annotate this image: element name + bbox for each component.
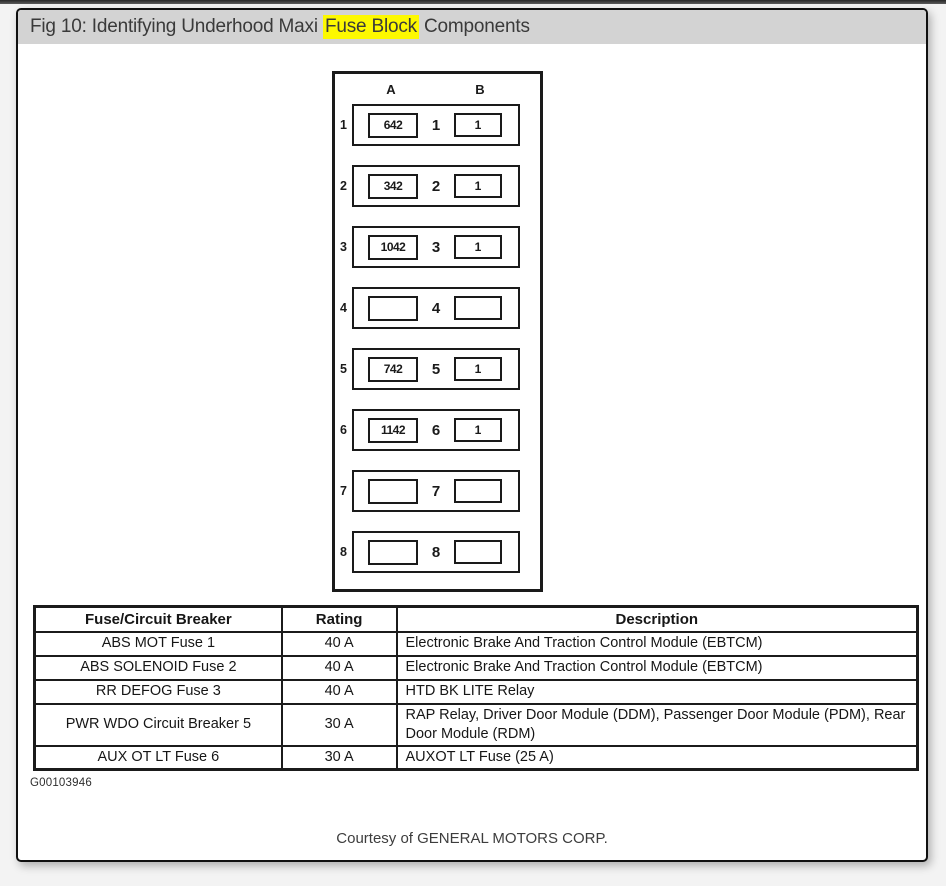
row-number: 1 (340, 118, 347, 132)
diagram-rows: 1 642 1 1 2 342 2 1 3 1042 3 (335, 104, 540, 573)
figure-title-suffix: Components (418, 16, 530, 37)
figure-id: G00103946 (30, 777, 92, 789)
description-cell: AUXOT LT Fuse (25 A) (395, 744, 919, 771)
diagram-column-labels: A B (352, 79, 520, 99)
fuse-row-6: 6 1142 6 1 (335, 409, 540, 451)
breaker-cell: ABS SOLENOID Fuse 2 (33, 654, 283, 681)
row-number: 3 (340, 240, 347, 254)
header-description: Description (395, 605, 919, 633)
rating-cell: 30 A (280, 744, 398, 771)
breaker-cell: RR DEFOG Fuse 3 (33, 678, 283, 705)
rating-cell: 40 A (280, 630, 398, 657)
table-row: ABS SOLENOID Fuse 2 40 A Electronic Brak… (33, 654, 919, 681)
table-row: PWR WDO Circuit Breaker 5 30 A RAP Relay… (33, 702, 919, 747)
column-b-label: B (475, 81, 485, 97)
fuse-slot-b: 1 (454, 357, 502, 381)
fuse-slot-a (368, 478, 418, 504)
fuse-slot-b: 1 (454, 235, 502, 259)
fuse-row-7: 7 7 (335, 470, 540, 512)
row-number: 8 (340, 545, 347, 559)
fuse-slot-b: 1 (454, 113, 502, 137)
figure-title-highlight: Fuse Block (322, 15, 419, 39)
fuse-row-box: 1042 3 1 (352, 226, 520, 268)
row-number: 5 (340, 362, 347, 376)
rating-cell: 30 A (280, 702, 398, 747)
fuse-slot-a: 1042 (368, 234, 418, 260)
fuse-row-box: 342 2 1 (352, 165, 520, 207)
fuse-row-box: 4 (352, 287, 520, 329)
row-number: 6 (340, 423, 347, 437)
fuse-row-1: 1 642 1 1 (335, 104, 540, 146)
fuse-position-number: 1 (431, 116, 441, 134)
breaker-cell: AUX OT LT Fuse 6 (33, 744, 283, 771)
fuse-slot-b: 1 (454, 174, 502, 198)
fuse-position-number: 3 (431, 238, 441, 256)
fuse-slot-a: 642 (368, 112, 418, 138)
fuse-row-2: 2 342 2 1 (335, 165, 540, 207)
rating-cell: 40 A (280, 654, 398, 681)
fuse-slot-b (454, 479, 502, 503)
table-row: RR DEFOG Fuse 3 40 A HTD BK LITE Relay (33, 678, 919, 705)
header-fuse-circuit-breaker: Fuse/Circuit Breaker (33, 605, 283, 633)
fuse-position-number: 7 (431, 482, 441, 500)
fuse-slot-b: 1 (454, 418, 502, 442)
table-row: AUX OT LT Fuse 6 30 A AUXOT LT Fuse (25 … (33, 744, 919, 771)
description-cell: Electronic Brake And Traction Control Mo… (395, 654, 919, 681)
description-cell: Electronic Brake And Traction Control Mo… (395, 630, 919, 657)
fuse-slot-a (368, 295, 418, 321)
table-row: ABS MOT Fuse 1 40 A Electronic Brake And… (33, 630, 919, 657)
fuse-position-number: 6 (431, 421, 441, 439)
fuse-position-number: 4 (431, 299, 441, 317)
fuse-slot-b (454, 540, 502, 564)
breaker-cell: PWR WDO Circuit Breaker 5 (33, 702, 283, 747)
breaker-cell: ABS MOT Fuse 1 (33, 630, 283, 657)
fuse-component-table: Fuse/Circuit Breaker Rating Description … (33, 605, 919, 771)
rating-cell: 40 A (280, 678, 398, 705)
fuse-row-3: 3 1042 3 1 (335, 226, 540, 268)
fuse-row-box: 8 (352, 531, 520, 573)
description-cell: RAP Relay, Driver Door Module (DDM), Pas… (395, 702, 919, 747)
fuse-position-number: 2 (431, 177, 441, 195)
fuse-slot-a (368, 539, 418, 565)
fuse-slot-a: 742 (368, 356, 418, 382)
fuse-row-box: 642 1 1 (352, 104, 520, 146)
courtesy-line: Courtesy of GENERAL MOTORS CORP. (336, 830, 608, 847)
fuse-row-8: 8 8 (335, 531, 540, 573)
figure-title-prefix: Fig 10: Identifying Underhood Maxi (30, 16, 323, 37)
fuse-block-diagram: A B 1 642 1 1 2 342 2 1 (332, 71, 543, 592)
column-a-label: A (386, 81, 396, 97)
fuse-position-number: 5 (431, 360, 441, 378)
description-cell: HTD BK LITE Relay (395, 678, 919, 705)
row-number: 4 (340, 301, 347, 315)
fuse-row-4: 4 4 (335, 287, 540, 329)
figure-panel: Fig 10: Identifying Underhood Maxi Fuse … (16, 8, 928, 862)
row-number: 7 (340, 484, 347, 498)
header-rating: Rating (280, 605, 398, 633)
window-top-strip (0, 0, 946, 4)
fuse-slot-a: 1142 (368, 417, 418, 443)
row-number: 2 (340, 179, 347, 193)
fuse-position-number: 8 (431, 543, 441, 561)
fuse-row-box: 1142 6 1 (352, 409, 520, 451)
fuse-slot-b (454, 296, 502, 320)
table-header-row: Fuse/Circuit Breaker Rating Description (33, 605, 919, 633)
fuse-row-box: 742 5 1 (352, 348, 520, 390)
fuse-slot-a: 342 (368, 173, 418, 199)
fuse-row-box: 7 (352, 470, 520, 512)
figure-title-bar: Fig 10: Identifying Underhood Maxi Fuse … (18, 10, 926, 44)
fuse-row-5: 5 742 5 1 (335, 348, 540, 390)
